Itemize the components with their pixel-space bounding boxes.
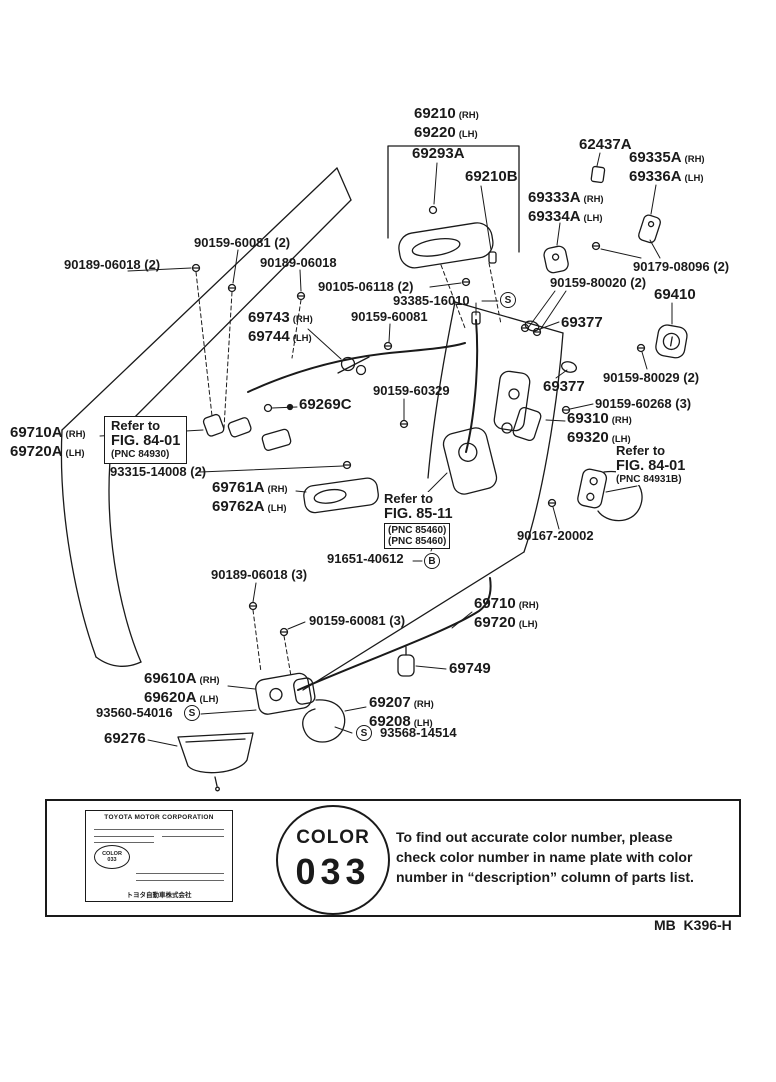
standard-part-s-badge-2: S — [184, 705, 200, 721]
part-label-90159-60081-3: 90159-60081 (3) — [309, 613, 406, 628]
part-label-69207-69208: 69207(RH) 69208(LH) — [369, 694, 434, 730]
part-label-69210b: 69210B — [465, 168, 518, 185]
part-label-69269c: 69269C — [299, 396, 352, 413]
part-label-69610a-69620a: 69610A(RH) 69620A(LH) — [144, 670, 220, 706]
part-label-69761a-69762a: 69761A(RH) 69762A(LH) — [212, 479, 288, 515]
part-label-69293a: 69293A — [412, 145, 465, 162]
dashed-leader-lines — [195, 262, 502, 677]
name-plate-color-oval: COLOR 033 — [94, 845, 130, 869]
lock-assembly-drawing — [442, 320, 578, 495]
refer-note-fig-84-01-left: Refer to FIG. 84-01 (PNC 84930) — [104, 416, 188, 464]
name-plate-drawing: TOYOTA MOTOR CORPORATION COLOR 033 トヨタ自動… — [85, 810, 233, 902]
color-note-text: To find out accurate color number, pleas… — [396, 829, 694, 885]
refer-note-fig-84-01-right: Refer to FIG. 84-01 (PNC 84931B) — [616, 443, 686, 485]
part-label-69335a-69336a: 69335A(RH) 69336A(LH) — [629, 149, 705, 185]
refer-note-fig-85-11: Refer to FIG. 85-11 (PNC 85460) (PNC 854… — [384, 491, 453, 549]
page-code: MB K396-H — [654, 917, 732, 933]
small-clip-parts-drawing — [543, 165, 661, 274]
part-label-91651-40612: 91651-40612 — [327, 551, 404, 566]
part-label-69410: 69410 — [654, 286, 696, 303]
name-plate-title: TOYOTA MOTOR CORPORATION — [104, 814, 214, 821]
part-label-69210-69220: 69210(RH) 69220(LH) — [414, 105, 479, 141]
part-label-90179-08096-2: 90179-08096 (2) — [633, 259, 730, 274]
part-label-69749: 69749 — [449, 660, 491, 677]
name-plate-maker-text: トヨタ自動車株式会社 — [126, 892, 192, 899]
door-panel-outline — [60, 167, 352, 667]
standard-part-s-badge-1: S — [500, 292, 516, 308]
part-label-90159-60081-2: 90159-60081 (2) — [194, 235, 291, 250]
inside-handle-drawing — [261, 428, 379, 514]
part-label-69276: 69276 — [104, 730, 146, 747]
tray-drawing — [177, 732, 254, 792]
part-label-93568-14514: 93568-14514 — [380, 725, 457, 740]
part-label-90189-06018-3: 90189-06018 (3) — [211, 567, 308, 582]
part-label-90105-06118-2: 90105-06118 (2) — [318, 279, 414, 294]
part-label-90159-80020-2: 90159-80020 (2) — [550, 275, 647, 290]
part-label-90159-60329: 90159-60329 — [373, 383, 450, 398]
part-label-90159-60268-3: 90159-60268 (3) — [595, 396, 692, 411]
group-bracket — [387, 145, 520, 253]
outside-handle-drawing — [398, 205, 497, 269]
standard-part-s-badge-3: S — [356, 725, 372, 741]
leader-lines — [99, 152, 673, 747]
cable-hook-drawing — [302, 699, 346, 743]
part-label-93385-16010: 93385-16010 — [393, 293, 470, 308]
standard-part-b-badge: B — [424, 553, 440, 569]
part-label-90159-60081-mid: 90159-60081 — [351, 309, 428, 324]
part-label-69710a-69720a: 69710A(RH) 69720A(LH) — [10, 424, 86, 460]
part-label-93560-54016: 93560-54016 — [96, 705, 173, 720]
part-label-90167-20002: 90167-20002 — [517, 528, 594, 543]
color-code-word: COLOR — [296, 827, 370, 848]
bellcrank-drawing — [337, 356, 370, 376]
part-label-90189-06018: 90189-06018 — [260, 255, 337, 270]
hinge-parts-drawing — [202, 413, 252, 438]
grommet-drawing — [397, 646, 415, 677]
part-label-69377-lower: 69377 — [543, 378, 585, 395]
part-label-90159-80029-2: 90159-80029 (2) — [603, 370, 700, 385]
part-label-62437a: 62437A — [579, 136, 632, 153]
part-label-69743-69744: 69743(RH) 69744(LH) — [248, 309, 313, 345]
part-label-69333a-69334a: 69333A(RH) 69334A(LH) — [528, 189, 604, 225]
color-code-number: 033 — [295, 851, 371, 892]
part-label-69310-69320: 69310(RH) 69320(LH) — [567, 410, 632, 446]
inner-panel-outline — [302, 301, 564, 691]
part-label-93315-14008-2: 93315-14008 (2) — [110, 464, 207, 479]
color-code-circle: COLOR 033 — [276, 805, 390, 915]
latch-drawing — [255, 672, 316, 715]
part-label-90189-06018-2: 90189-06018 (2) — [64, 257, 161, 272]
part-label-69710-69720: 69710(RH) 69720(LH) — [474, 595, 539, 631]
lock-cylinder-drawing — [655, 324, 688, 359]
part-label-69377-upper: 69377 — [561, 314, 603, 331]
